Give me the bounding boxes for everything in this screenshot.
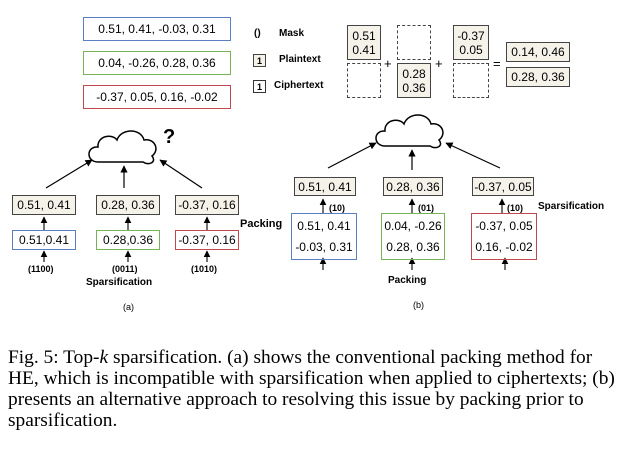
b-packed-green-bottom: 0.28, 0.36 <box>386 240 440 254</box>
caption-text: sparsification. (a) shows the convention… <box>8 347 615 431</box>
a-top-1: 0.51, 0.41 <box>12 195 76 215</box>
eq-term3-bottom-empty <box>453 63 489 98</box>
eq-term1-top-v2: 0.41 <box>352 42 376 57</box>
legend-mask-label: Mask <box>279 28 305 39</box>
b-packing-left-label: Packing <box>240 218 283 230</box>
caption-k: k <box>99 347 109 368</box>
legend-plaintext-icon: 1 <box>253 54 266 67</box>
vector-a-3: -0.37, 0.05, 0.16, -0.02 <box>83 85 231 109</box>
vector-a-1: 0.51, 0.41, -0.03, 0.31 <box>83 17 231 41</box>
eq-term1-top: 0.51 0.41 <box>347 25 381 60</box>
a-bottom-3: -0.37, 0.16 <box>175 230 239 250</box>
b-top-3: -0.37, 0.05 <box>472 177 534 196</box>
eq-result-top: 0.14, 0.46 <box>506 42 570 62</box>
cloud-icon-b <box>375 114 444 149</box>
eq-plus-2: + <box>435 56 443 71</box>
b-sparsification-label: Sparsification <box>538 201 605 212</box>
b-mask-3: (10) <box>507 203 524 213</box>
legend-plaintext-label: Plaintext <box>279 54 321 65</box>
b-top-1: 0.51, 0.41 <box>294 177 356 196</box>
b-packed-blue-bottom: -0.03, 0.31 <box>295 240 353 254</box>
eq-term2-top-empty <box>397 25 431 60</box>
cloud-question-mark: ? <box>163 126 176 148</box>
eq-term1-bottom-empty <box>347 63 381 98</box>
b-packing-bottom-label: Packing <box>388 275 427 286</box>
legend-ciphertext-label: Ciphertext <box>274 80 324 91</box>
a-sparsification-label: Sparsification <box>86 277 153 288</box>
legend-mask-symbol: () <box>254 28 261 39</box>
eq-plus-1: + <box>384 56 392 71</box>
a-mask-2: (0011) <box>112 264 138 274</box>
eq-term2-bottom-v2: 0.36 <box>402 80 426 95</box>
a-mask-3: (1010) <box>191 264 218 274</box>
a-subfigure-caption: (a) <box>123 302 134 312</box>
b-mask-1: (10) <box>329 203 346 213</box>
b-packed-blue <box>291 213 357 260</box>
eq-equals: = <box>493 56 501 71</box>
a-top-2: 0.28, 0.36 <box>96 195 160 215</box>
eq-term3-top: -0.37 0.05 <box>453 25 489 60</box>
a-bottom-2: 0.28,0.36 <box>96 230 160 250</box>
b-packed-red-bottom: 0.16, -0.02 <box>475 240 533 254</box>
b-subfigure-caption: (b) <box>413 300 424 310</box>
cloud-icon-a <box>88 130 157 165</box>
b-packed-blue-top: 0.51, 0.41 <box>297 219 351 233</box>
vector-a-2: 0.04, -0.26, 0.28, 0.36 <box>83 51 231 75</box>
a-top-3: -0.37, 0.16 <box>175 195 239 215</box>
b-packed-green <box>381 213 445 260</box>
eq-term1-top-v1: 0.51 <box>352 28 376 43</box>
legend-ciphertext-icon: 1 <box>253 80 266 93</box>
b-packed-red <box>471 213 537 260</box>
eq-term3-top-v1: -0.37 <box>457 28 485 43</box>
b-mask-2: (01) <box>418 203 435 213</box>
b-top-2: 0.28, 0.36 <box>383 177 443 196</box>
a-mask-1: (1100) <box>28 264 54 274</box>
figure-caption: Fig. 5: Top-k sparsification. (a) shows … <box>8 347 618 431</box>
eq-term2-bottom: 0.28 0.36 <box>397 63 431 98</box>
eq-result-bottom: 0.28, 0.36 <box>506 67 570 87</box>
caption-prefix: Fig. 5: Top- <box>8 347 100 368</box>
eq-term3-top-v2: 0.05 <box>459 42 483 57</box>
a-bottom-1: 0.51,0.41 <box>12 230 76 250</box>
b-packed-red-top: -0.37, 0.05 <box>475 219 533 233</box>
eq-term2-bottom-v1: 0.28 <box>402 66 426 81</box>
b-packed-green-top: 0.04, -0.26 <box>384 219 442 233</box>
